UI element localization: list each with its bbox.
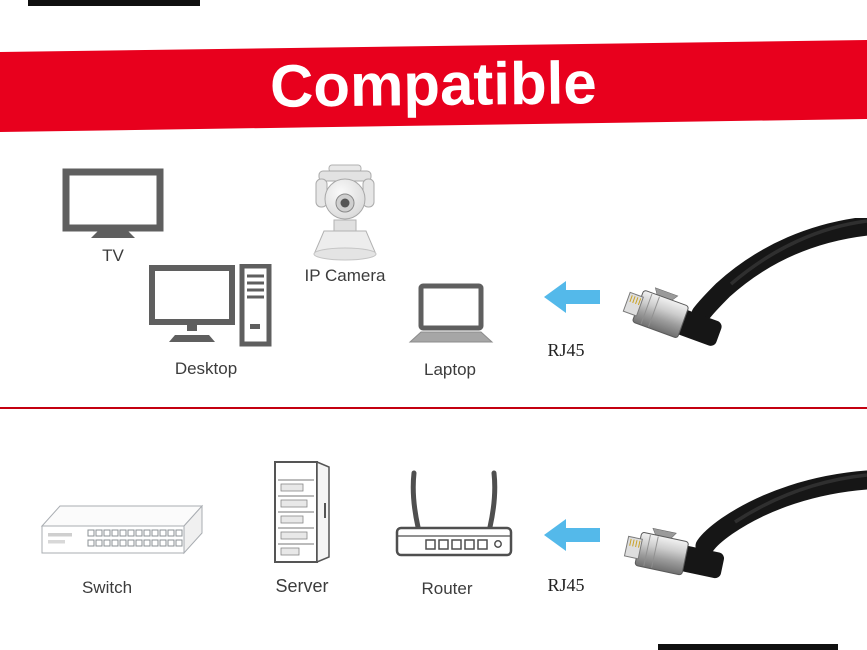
- section-divider: [0, 407, 867, 409]
- bottom-edge-bar: [658, 644, 838, 650]
- laptop-icon: [408, 283, 494, 347]
- tv-icon: [62, 168, 164, 240]
- device-label-laptop: Laptop: [424, 360, 476, 379]
- device-label-ip-camera: IP Camera: [304, 266, 386, 285]
- router-icon: [393, 467, 515, 567]
- connector-label-top: RJ45: [547, 340, 585, 360]
- device-label-switch: Switch: [81, 578, 133, 597]
- server-icon: [263, 458, 341, 568]
- top-edge-bar: [28, 0, 200, 6]
- banner-ribbon: Compatible: [0, 40, 867, 132]
- device-label-tv: TV: [102, 246, 124, 265]
- switch-icon: [36, 496, 206, 568]
- desktop-icon: [148, 264, 272, 356]
- rj45-cable-image-top: [615, 218, 867, 368]
- arrow-left-icon-bottom: [544, 519, 600, 551]
- ip-camera-icon: [303, 164, 387, 262]
- device-label-server: Server: [275, 576, 329, 596]
- rj45-cable-image-bottom: [615, 468, 867, 610]
- arrow-left-icon-top: [544, 281, 600, 313]
- device-label-desktop: Desktop: [174, 359, 238, 378]
- banner-title: Compatible: [269, 48, 598, 120]
- connector-label-bottom: RJ45: [547, 575, 585, 595]
- device-label-router: Router: [421, 579, 473, 598]
